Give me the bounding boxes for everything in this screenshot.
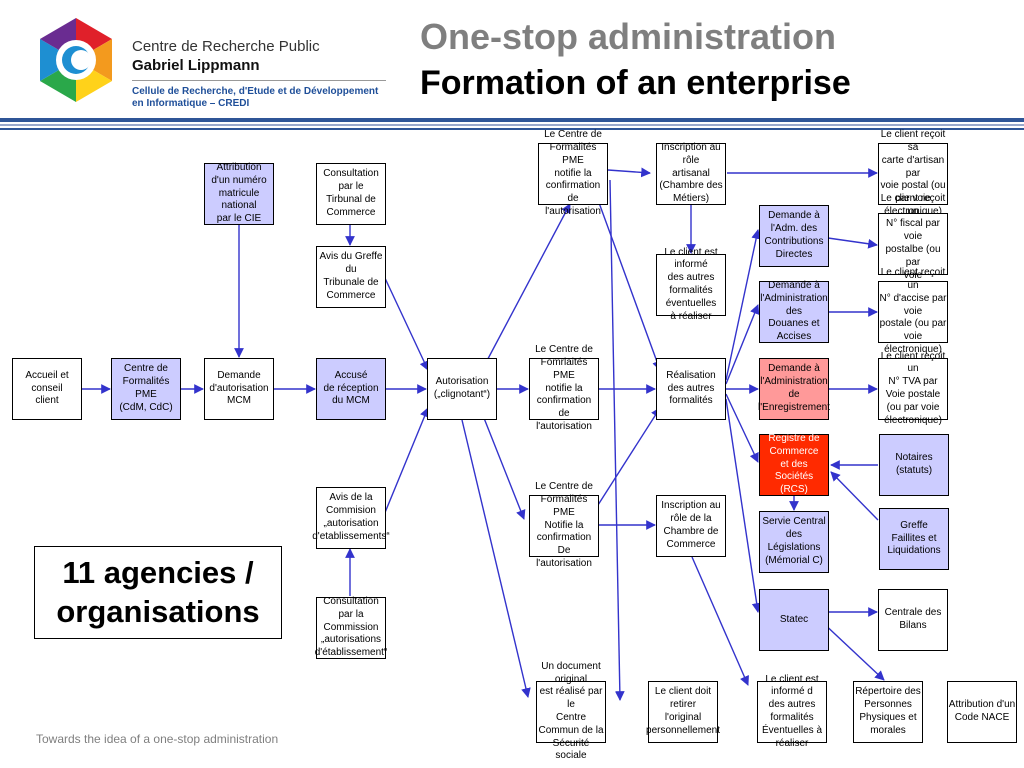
logo-divider (132, 80, 386, 81)
node-accueil-conseil-client: Accueil et conseil client (12, 358, 82, 420)
node-client-retirer: Le client doit retirer l'original person… (646, 681, 720, 743)
agencies-callout: 11 agencies / organisations (34, 546, 282, 639)
node-recoit-carte-artisan: Le client reçoit sa carte d'artisan par … (878, 129, 948, 217)
node-recoit-numero-accise: Le client reçoit un N° d'accise par voie… (878, 267, 948, 355)
node-recoit-numero-tva: Le client reçoit un N° TVA par Voie post… (878, 351, 948, 426)
arrow (725, 398, 762, 613)
node-avis-greffe: Avis du Greffe du Tribunale de Commerce (316, 246, 386, 308)
arrow (461, 419, 531, 698)
logo-unit-line2: en Informatique – CREDI (132, 98, 250, 109)
node-centrale-bilans: Centrale des Bilans (878, 589, 948, 651)
node-client-informe-2: Le client est informé d des autres forma… (757, 674, 827, 749)
arrow (479, 407, 526, 520)
arrow (609, 179, 625, 701)
arrow (830, 471, 879, 521)
header-rule-thick (0, 118, 1024, 122)
node-autorisation: Autorisation („clignotant“) (427, 358, 497, 420)
node-notifie-confirmation-top: Le Centre de Formalités PME notifie la c… (538, 129, 608, 217)
node-statec: Statec (759, 589, 829, 651)
arrow (597, 199, 662, 371)
arrow (819, 619, 885, 681)
header-rule-light (0, 124, 1024, 126)
node-attribution-nace: Attribution d'un Code NACE (947, 681, 1017, 743)
node-client-informe-1: Le client est informé des autres formali… (656, 247, 726, 322)
node-consultation-commission: Consultation par la Commission „autorisa… (314, 596, 388, 659)
node-service-central-legislations: Servie Central des Législations (Mémoria… (759, 511, 829, 573)
node-demande-contributions: Demande à l'Adm. des Contributions Direc… (759, 205, 829, 267)
node-recoit-numero-fiscal: Le client reçoit un N° fiscal par voie p… (878, 193, 948, 293)
node-consultation-tribunal: Consultation par le Tirbunal de Commerce (316, 163, 386, 225)
node-registre-commerce: Registre de Commerce et des Sociétés (RC… (759, 433, 829, 496)
logo-hexagon-icon (40, 18, 112, 102)
slide-title: One-stop administration (420, 16, 837, 57)
arrow (725, 393, 759, 463)
logo-institution-subname: Gabriel Lippmann (132, 57, 260, 74)
arrow (383, 407, 430, 516)
node-realisation: Réalisation des autres formalités (656, 358, 726, 420)
node-document-original: Un document original est réalisé par le … (536, 661, 606, 761)
node-notaires: Notaires (statuts) (879, 434, 949, 496)
arrow (725, 304, 760, 385)
header-rule-thin (0, 128, 1024, 130)
node-avis-commission: Avis de la Commision „autorisation d'eta… (312, 487, 390, 549)
slide-subtitle: Formation of an enterprise (420, 64, 851, 102)
node-inscription-artisanal: Inscription au rôle artisanal (Chambre d… (656, 142, 726, 205)
node-inscription-commerce: Inscription au rôle de la Chambre de Com… (656, 495, 726, 557)
node-centre-formalites: Centre de Formalités PME (CdM, CdC) (111, 358, 181, 420)
arrow (691, 556, 749, 686)
logo-unit-line1: Cellule de Recherche, d'Etude et de Déve… (132, 86, 379, 97)
arrow (481, 203, 571, 371)
arrow (827, 237, 878, 249)
arrow (383, 275, 429, 371)
node-notifie-confirmation-low: Le Centre de Formalités PME Notifie la c… (529, 481, 599, 569)
node-notifie-confirmation-mid: Le Centre de Fomrlaités PME notifie la c… (529, 344, 599, 432)
footer-text: Towards the idea of a one-stop administr… (36, 732, 279, 746)
node-demande-autorisation: Demande d'autorisation MCM (204, 358, 274, 420)
node-accuse-reception: Accusé de réception du MCM (316, 358, 386, 420)
node-demande-enregistrement: Demande à l'Administration de l'Enregist… (758, 358, 830, 420)
node-attribution-matricule: Attribution d'un numéro matricule nation… (204, 162, 274, 225)
arrow (725, 229, 761, 381)
logo-institution-name: Centre de Recherche Public (132, 38, 320, 55)
arrow (597, 407, 661, 506)
arrow (607, 167, 651, 178)
node-greffe-faillites: Greffe Faillites et Liquidations (879, 508, 949, 570)
node-demande-douanes: Demande à l'Administration des Douanes e… (759, 280, 829, 343)
node-repertoire-personnes: Répertoire des Personnes Physiques et mo… (853, 681, 923, 743)
